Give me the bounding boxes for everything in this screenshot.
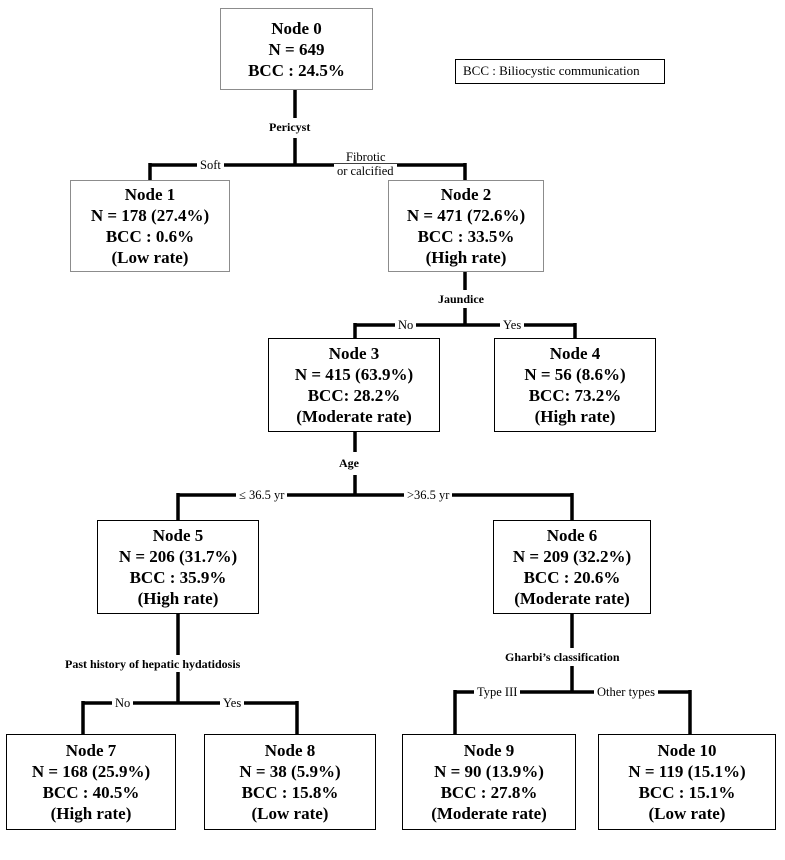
node-8: Node 8 N = 38 (5.9%) BCC : 15.8% (Low ra… [204, 734, 376, 830]
node-9: Node 9 N = 90 (13.9%) BCC : 27.8% (Moder… [402, 734, 576, 830]
node-2: Node 2 N = 471 (72.6%) BCC : 33.5% (High… [388, 180, 544, 272]
node-9-line-2: N = 90 (13.9%) [434, 762, 544, 781]
node-3-line-1: Node 3 [328, 344, 380, 363]
node-7: Node 7 N = 168 (25.9%) BCC : 40.5% (High… [6, 734, 176, 830]
node-5-line-1: Node 5 [152, 526, 204, 545]
node-5-line-2: N = 206 (31.7%) [118, 547, 238, 566]
node-4: Node 4 N = 56 (8.6%) BCC: 73.2% (High ra… [494, 338, 656, 432]
split-label-gharbi: Gharbi’s classification [503, 650, 622, 665]
node-3-line-2: N = 415 (63.9%) [294, 365, 414, 384]
node-1-line-1: Node 1 [124, 185, 176, 204]
split-label-pericyst: Pericyst [267, 120, 313, 135]
node-5-line-4: (High rate) [137, 589, 219, 608]
node-10: Node 10 N = 119 (15.1%) BCC : 15.1% (Low… [598, 734, 776, 830]
branch-label-fibrotic: Fibrotic [346, 150, 386, 164]
node-9-line-3: BCC : 27.8% [440, 783, 538, 802]
node-6: Node 6 N = 209 (32.2%) BCC : 20.6% (Mode… [493, 520, 651, 614]
node-7-line-3: BCC : 40.5% [42, 783, 140, 802]
branch-label-age-le: ≤ 36.5 yr [236, 488, 288, 502]
branch-label-or-calcified: or calcified [334, 164, 397, 178]
node-4-line-4: (High rate) [534, 407, 616, 426]
node-0-line-3: BCC : 24.5% [248, 60, 345, 80]
node-0-line-2: N = 649 [268, 39, 325, 59]
node-4-line-3: BCC: 73.2% [528, 386, 622, 405]
node-6-line-3: BCC : 20.6% [523, 568, 621, 587]
node-9-line-1: Node 9 [463, 741, 515, 760]
node-3-line-4: (Moderate rate) [296, 407, 412, 426]
node-2-line-3: BCC : 33.5% [417, 227, 515, 246]
node-9-line-4: (Moderate rate) [431, 804, 547, 823]
node-8-line-2: N = 38 (5.9%) [239, 762, 341, 781]
node-7-line-4: (High rate) [50, 804, 132, 823]
branch-label-history-no: No [112, 696, 134, 710]
node-4-line-2: N = 56 (8.6%) [524, 365, 626, 384]
branch-label-age-gt: >36.5 yr [404, 488, 453, 502]
node-5-line-3: BCC : 35.9% [129, 568, 227, 587]
node-7-line-1: Node 7 [65, 741, 117, 760]
node-1-line-3: BCC : 0.6% [105, 227, 195, 246]
legend-box: BCC : Biliocystic communication [455, 59, 665, 84]
branch-label-jaundice-yes: Yes [500, 318, 525, 332]
node-7-line-2: N = 168 (25.9%) [31, 762, 151, 781]
node-6-line-1: Node 6 [546, 526, 598, 545]
node-8-line-3: BCC : 15.8% [241, 783, 339, 802]
node-0: Node 0 N = 649 BCC : 24.5% [220, 8, 373, 90]
node-1: Node 1 N = 178 (27.4%) BCC : 0.6% (Low r… [70, 180, 230, 272]
node-6-line-4: (Moderate rate) [514, 589, 630, 608]
split-label-age: Age [337, 456, 361, 471]
branch-label-soft: Soft [197, 158, 224, 172]
node-10-line-4: (Low rate) [648, 804, 726, 823]
node-10-line-1: Node 10 [657, 741, 717, 760]
node-2-line-1: Node 2 [440, 185, 492, 204]
branch-label-other-types: Other types [594, 685, 658, 699]
node-1-line-4: (Low rate) [111, 248, 189, 267]
edge-jaundice-bar [355, 308, 575, 327]
node-3: Node 3 N = 415 (63.9%) BCC: 28.2% (Moder… [268, 338, 440, 432]
node-2-line-4: (High rate) [425, 248, 507, 267]
node-3-line-3: BCC: 28.2% [307, 386, 401, 405]
split-label-jaundice: Jaundice [436, 292, 487, 307]
branch-label-jaundice-no: No [395, 318, 417, 332]
node-5: Node 5 N = 206 (31.7%) BCC : 35.9% (High… [97, 520, 259, 614]
node-10-line-2: N = 119 (15.1%) [628, 762, 746, 781]
node-2-line-2: N = 471 (72.6%) [406, 206, 526, 225]
split-label-past-history: Past history of hepatic hydatidosis [63, 657, 243, 672]
branch-label-history-yes: Yes [220, 696, 245, 710]
node-8-line-4: (Low rate) [251, 804, 329, 823]
node-10-line-3: BCC : 15.1% [638, 783, 736, 802]
node-8-line-1: Node 8 [264, 741, 316, 760]
node-4-line-1: Node 4 [549, 344, 601, 363]
node-1-line-2: N = 178 (27.4%) [90, 206, 210, 225]
branch-label-type-iii: Type III [474, 685, 521, 699]
node-6-line-2: N = 209 (32.2%) [512, 547, 632, 566]
node-0-line-1: Node 0 [271, 18, 322, 38]
